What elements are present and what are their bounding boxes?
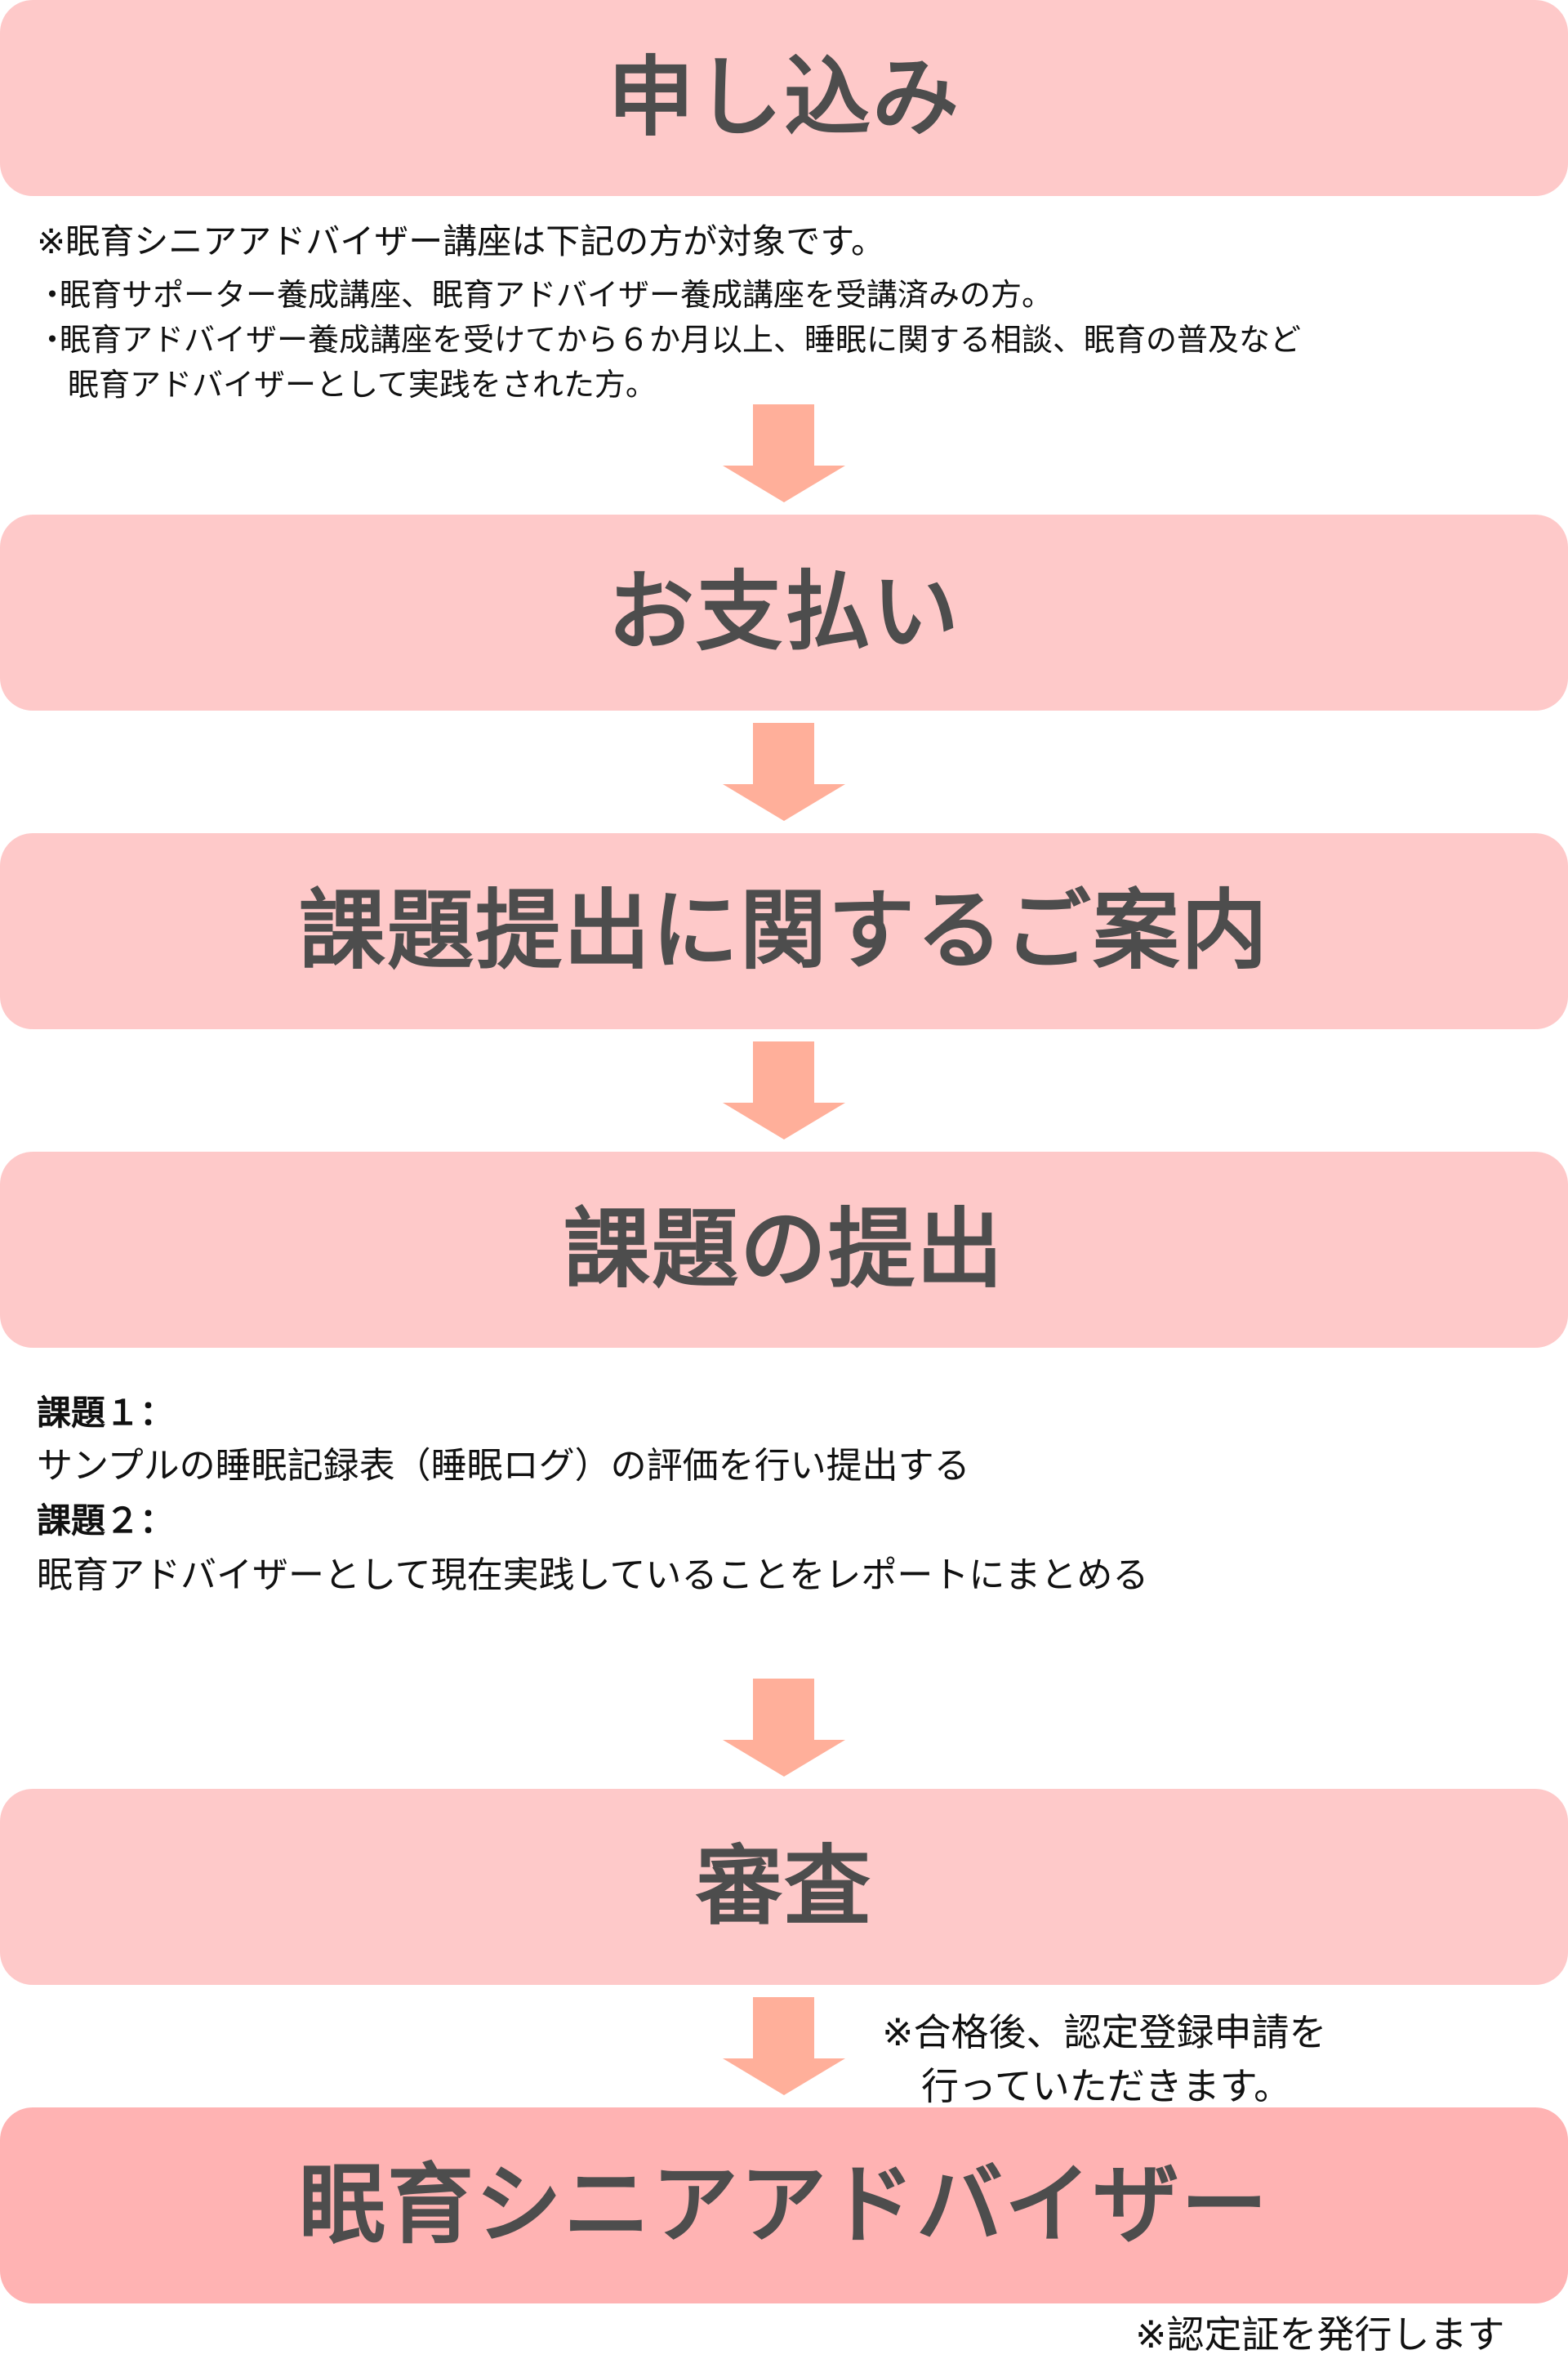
arrow-down-icon [723, 723, 845, 821]
bullet-marker: ・ [37, 277, 69, 313]
step-application: 申し込み [0, 0, 1568, 196]
arrow-down-icon [723, 1997, 845, 2095]
task-text: サンプルの睡眠記録表（睡眠ログ）の評価を行い提出する [37, 1445, 970, 1487]
task-label: 課題２： [37, 1501, 175, 1541]
bullet-text: 眠育サポーター養成講座、眠育アドバイザー養成講座を受講済みの方。 [60, 277, 1054, 313]
step-senior-advisor: 眠育シニアアドバイザー [0, 2107, 1568, 2303]
arrow-down-icon [723, 1679, 845, 1777]
review-note-line2: 行っていただきます。 [921, 2064, 1292, 2108]
bullet-text: 眠育アドバイザー養成講座を受けてから６か月以上、睡眠に関する相談、眠育の普及など [60, 322, 1302, 358]
arrow-down-icon [723, 1041, 845, 1139]
eligibility-bullet: ・眠育サポーター養成講座、眠育アドバイザー養成講座を受講済みの方。 [37, 270, 1053, 314]
step-title: 申し込み [608, 47, 960, 148]
task-text: 眠育アドバイザーとして現在実践していることをレポートにまとめる [37, 1554, 1149, 1596]
step-assignment-guide: 課題提出に関するご案内 [0, 833, 1568, 1029]
step-assignment-submission: 課題の提出 [0, 1152, 1568, 1348]
certificate-note: ※認定証を発行します [1135, 2312, 1505, 2357]
step-title: 眠育シニアアドバイザー [299, 2155, 1269, 2255]
review-note-line1: ※合格後、認定登録申請を [882, 2010, 1327, 2054]
step-review: 審査 [0, 1789, 1568, 1985]
step-title: 審査 [696, 1836, 872, 1937]
task-label: 課題１： [37, 1393, 175, 1433]
step-title: 課題の提出 [564, 1199, 1004, 1300]
step-payment: お支払い [0, 515, 1568, 711]
eligibility-lead: ※眠育シニアアドバイザー講座は下記の方が対象です。 [37, 221, 885, 261]
step-title: お支払い [608, 562, 960, 662]
eligibility-bullet-continuation: 眠育アドバイザーとして実践をされた方。 [68, 367, 657, 403]
eligibility-bullet: ・眠育アドバイザー養成講座を受けてから６か月以上、睡眠に関する相談、眠育の普及な… [37, 314, 1301, 359]
bullet-marker: ・ [37, 322, 69, 358]
step-title: 課題提出に関するご案内 [299, 881, 1269, 981]
arrow-down-icon [723, 404, 845, 502]
